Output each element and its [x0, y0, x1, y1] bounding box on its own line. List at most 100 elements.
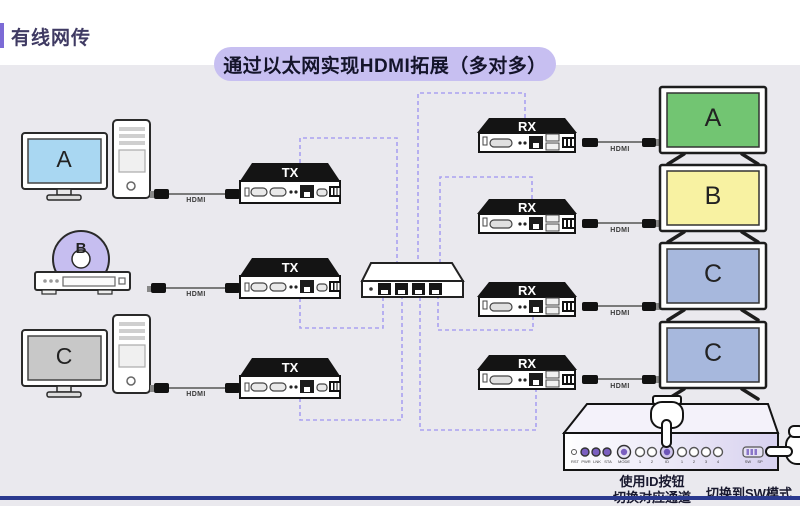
channel-button [676, 446, 688, 458]
led-icon [523, 222, 527, 226]
mode-button-center [620, 448, 628, 456]
hand-thumb [788, 425, 800, 438]
hand-finger [765, 446, 793, 457]
usb-port-icon [545, 370, 560, 379]
source-c-letter: C [55, 343, 73, 369]
lnk-led [591, 447, 601, 457]
switch-bar [754, 449, 757, 455]
id-controller [561, 403, 780, 471]
tv-screen [666, 248, 760, 304]
mini-port-icon [316, 283, 328, 292]
tv-display-c2 [658, 320, 768, 401]
tx-box-2 [239, 258, 341, 299]
led-icon [369, 287, 373, 291]
rj45-notch [304, 287, 310, 292]
terminal-pin [337, 188, 340, 195]
tower-vent [119, 336, 145, 340]
rx-top [477, 118, 577, 133]
led-icon [518, 222, 522, 226]
usb-port-icon [545, 142, 560, 151]
button-label-3b: 3 [704, 459, 708, 464]
cable-stub [147, 286, 151, 292]
tv-leg [666, 308, 686, 322]
tx3-label: TX [281, 360, 299, 375]
usb-port-icon [244, 187, 250, 197]
terminal-pin [568, 303, 570, 310]
rx4-label: RX [517, 356, 537, 371]
terminal-pin [572, 303, 574, 310]
tower-vent [119, 134, 145, 138]
tv-c1-letter: C [703, 260, 723, 288]
brand-title: 有线网传 [11, 28, 92, 49]
switch-label-sw: SW [744, 459, 752, 464]
link-tx3-switch [299, 297, 403, 421]
player-button-icon [49, 279, 53, 283]
monitor-screen [27, 335, 102, 381]
cable-stub [656, 303, 661, 310]
led-icon [523, 305, 527, 309]
rj45-notch [304, 387, 310, 392]
tv-leg [740, 387, 760, 401]
usb-port-icon [545, 306, 560, 315]
tv-screen [666, 170, 760, 226]
rj45-notch [415, 290, 422, 294]
terminal-pin [334, 283, 337, 290]
tx1-label: TX [281, 165, 299, 180]
switch-top [360, 262, 465, 282]
tv-display-b [658, 163, 768, 244]
button-label-4b: 4 [716, 459, 720, 464]
tv-screen [666, 92, 760, 148]
led-icon [523, 378, 527, 382]
tv-leg [740, 152, 760, 166]
channel-button [700, 446, 712, 458]
led-icon [289, 285, 293, 289]
button-label-1b: 1 [680, 459, 684, 464]
hdmi-plug [225, 189, 240, 199]
cable-stub [150, 191, 154, 198]
terminal-pin [334, 383, 337, 390]
id-button-center [663, 448, 671, 456]
tv-display-c1 [658, 241, 768, 322]
tv-b-letter: B [704, 182, 722, 210]
rj45-notch [533, 143, 539, 148]
hdmi-port-icon [489, 219, 513, 229]
rx-top [477, 355, 577, 370]
rj45-port-icon [300, 380, 314, 393]
hdmi-label: HDMI [610, 227, 630, 234]
source-computer-c [21, 314, 240, 398]
terminal-pin [331, 188, 333, 195]
tx-box-3 [239, 358, 341, 399]
link-tx1-switch [299, 137, 398, 263]
hdmi-plug [151, 283, 166, 293]
rx2-label: RX [517, 200, 537, 215]
usb-port-icon [482, 136, 488, 146]
rj45-port-icon [300, 280, 314, 293]
usb-port-icon [545, 214, 560, 223]
channel-button [646, 446, 658, 458]
terminal-pin [568, 376, 570, 383]
link-rx2-switch [439, 176, 533, 263]
rx-top [477, 282, 577, 297]
tower-vent [119, 127, 145, 131]
button-label-1: 1 [638, 459, 642, 464]
rj45-port-icon [529, 136, 543, 149]
rx-box-2 [477, 199, 661, 234]
sta-led [602, 447, 612, 457]
rj45-notch [304, 192, 310, 197]
link-rx3-switch [437, 297, 534, 331]
hdmi-plug [642, 138, 656, 147]
player-button-icon [43, 279, 47, 283]
hdmi-plug [642, 375, 656, 384]
hdmi-label: HDMI [610, 383, 630, 390]
monitor-neck [56, 188, 72, 196]
usb-port-icon [545, 223, 560, 232]
rj45-notch [533, 224, 539, 229]
page-title: 通过以太网实现HDMI拓展（多对多） [214, 47, 556, 81]
db-port-icon [269, 282, 287, 292]
db-port-icon [250, 282, 268, 292]
led-icon [289, 190, 293, 194]
terminal-pin [572, 220, 574, 227]
hdmi-plug [582, 219, 598, 228]
rx-box-1 [477, 118, 661, 153]
cable-stub [150, 385, 154, 392]
